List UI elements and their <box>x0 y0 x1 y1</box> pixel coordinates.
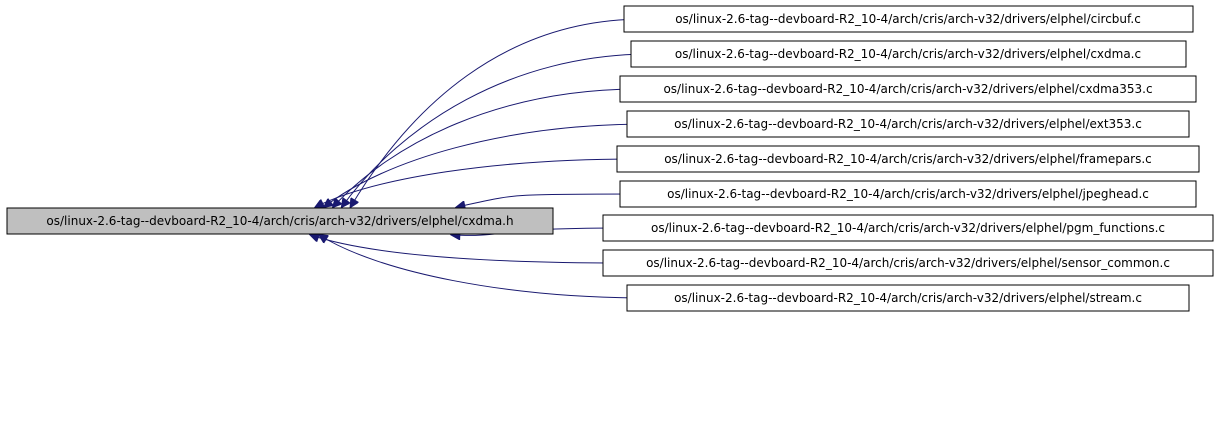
includer-node-box <box>602 249 1214 277</box>
includer-node[interactable]: os/linux-2.6-tag--devboard-R2_10-4/arch/… <box>616 145 1200 173</box>
includer-node-box <box>626 110 1190 138</box>
include-edge <box>342 53 652 207</box>
includer-node[interactable]: os/linux-2.6-tag--devboard-R2_10-4/arch/… <box>626 284 1190 312</box>
include-edge <box>351 18 645 207</box>
includer-node-label: os/linux-2.6-tag--devboard-R2_10-4/arch/… <box>674 291 1142 305</box>
includer-node-box <box>626 284 1190 312</box>
includer-node-label: os/linux-2.6-tag--devboard-R2_10-4/arch/… <box>674 117 1142 131</box>
includer-node-label: os/linux-2.6-tag--devboard-R2_10-4/arch/… <box>667 187 1149 201</box>
include-edge <box>319 235 648 299</box>
nodes: os/linux-2.6-tag--devboard-R2_10-4/arch/… <box>6 5 1214 312</box>
include-edge <box>311 235 624 264</box>
includer-node-box <box>616 145 1200 173</box>
edges <box>311 18 652 299</box>
include-edge <box>333 88 641 207</box>
includer-node[interactable]: os/linux-2.6-tag--devboard-R2_10-4/arch/… <box>602 249 1214 277</box>
includer-node[interactable]: os/linux-2.6-tag--devboard-R2_10-4/arch/… <box>619 75 1197 103</box>
includer-node-label: os/linux-2.6-tag--devboard-R2_10-4/arch/… <box>675 47 1141 61</box>
includer-node-label: os/linux-2.6-tag--devboard-R2_10-4/arch/… <box>664 152 1152 166</box>
includer-node-box <box>602 214 1214 242</box>
root-node-label: os/linux-2.6-tag--devboard-R2_10-4/arch/… <box>46 214 513 228</box>
includer-node-box <box>630 40 1187 68</box>
include-edge <box>324 123 648 207</box>
includer-node[interactable]: os/linux-2.6-tag--devboard-R2_10-4/arch/… <box>619 180 1197 208</box>
include-edge <box>316 158 638 207</box>
include-edge <box>457 193 641 207</box>
includer-node[interactable]: os/linux-2.6-tag--devboard-R2_10-4/arch/… <box>623 5 1194 33</box>
includer-node-box <box>619 180 1197 208</box>
includer-node-label: os/linux-2.6-tag--devboard-R2_10-4/arch/… <box>663 82 1152 96</box>
root-node-box <box>6 207 554 235</box>
includer-node-label: os/linux-2.6-tag--devboard-R2_10-4/arch/… <box>675 12 1141 26</box>
root-node[interactable]: os/linux-2.6-tag--devboard-R2_10-4/arch/… <box>6 207 554 235</box>
includer-node[interactable]: os/linux-2.6-tag--devboard-R2_10-4/arch/… <box>630 40 1187 68</box>
includer-node[interactable]: os/linux-2.6-tag--devboard-R2_10-4/arch/… <box>602 214 1214 242</box>
includer-node-label: os/linux-2.6-tag--devboard-R2_10-4/arch/… <box>646 256 1170 270</box>
includer-node[interactable]: os/linux-2.6-tag--devboard-R2_10-4/arch/… <box>626 110 1190 138</box>
includer-node-label: os/linux-2.6-tag--devboard-R2_10-4/arch/… <box>651 221 1165 235</box>
includer-node-box <box>619 75 1197 103</box>
includer-node-box <box>623 5 1194 33</box>
